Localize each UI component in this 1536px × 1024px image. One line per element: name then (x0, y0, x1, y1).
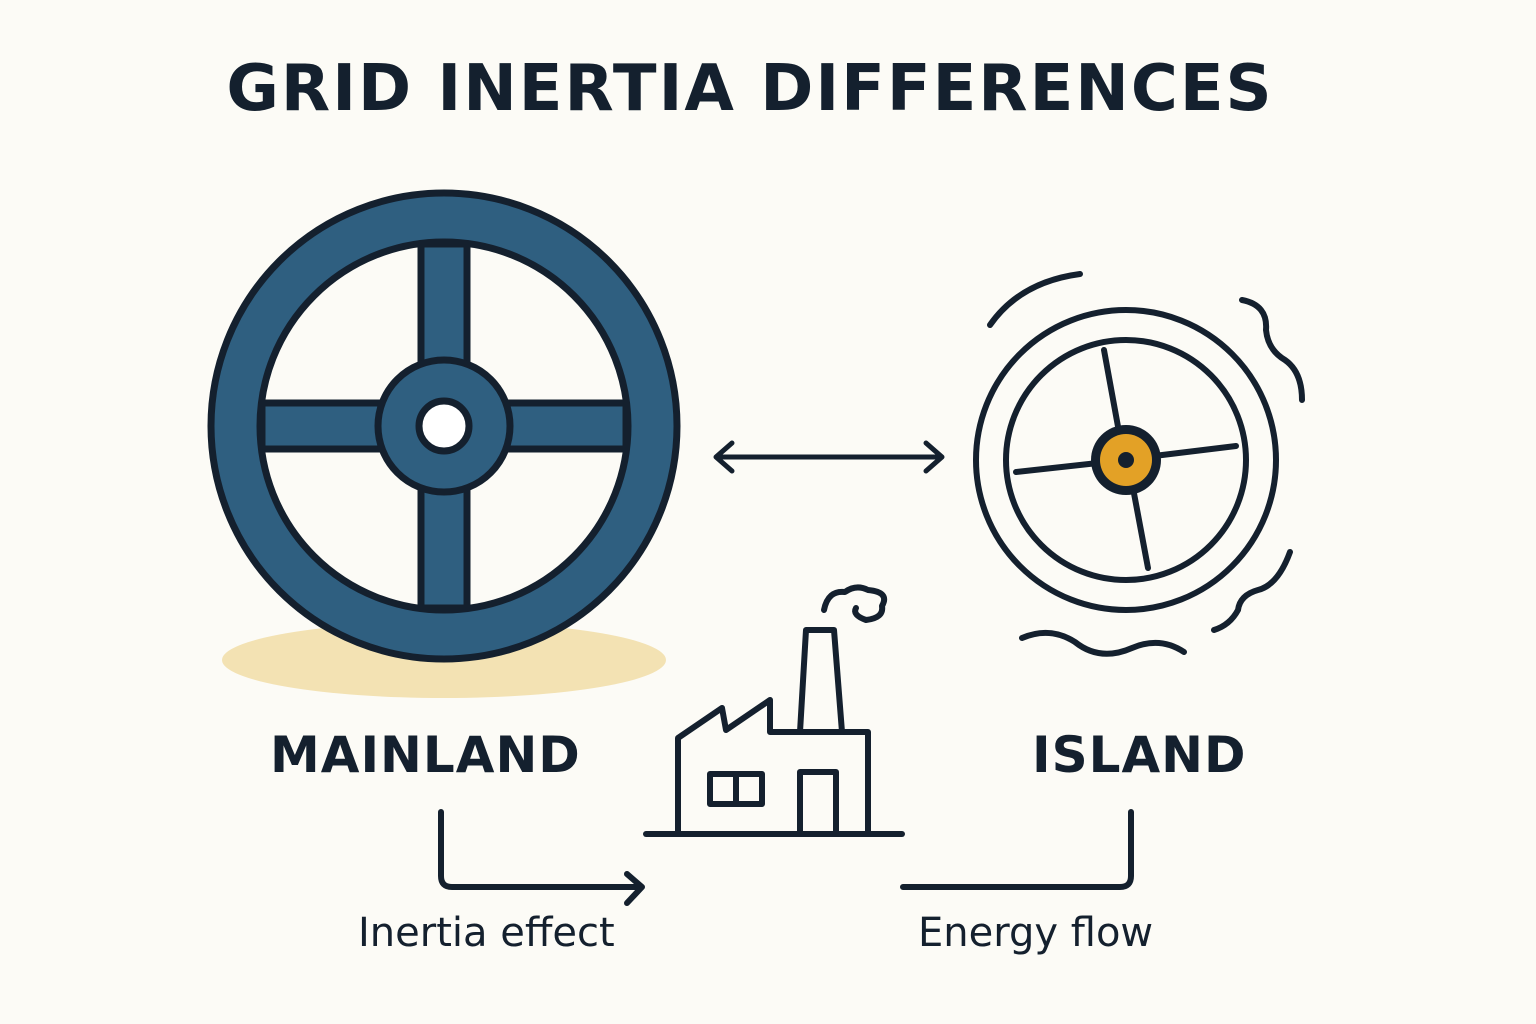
island-label: ISLAND (1032, 726, 1247, 784)
double-arrow-icon (713, 440, 945, 474)
inertia-effect-arrow-icon (438, 809, 645, 906)
mainland-label: MAINLAND (270, 726, 581, 784)
energy-flow-caption: Energy flow (918, 910, 1154, 956)
diagram-title: GRID INERTIA DIFFERENCES (226, 52, 1274, 126)
factory-icon (643, 584, 905, 837)
inertia-effect-caption: Inertia effect (358, 910, 615, 956)
island-flywheel-icon (973, 307, 1279, 613)
mainland-flywheel-icon (207, 189, 681, 663)
wobble-lines-icon (987, 271, 1305, 657)
energy-flow-connector (900, 809, 1134, 890)
